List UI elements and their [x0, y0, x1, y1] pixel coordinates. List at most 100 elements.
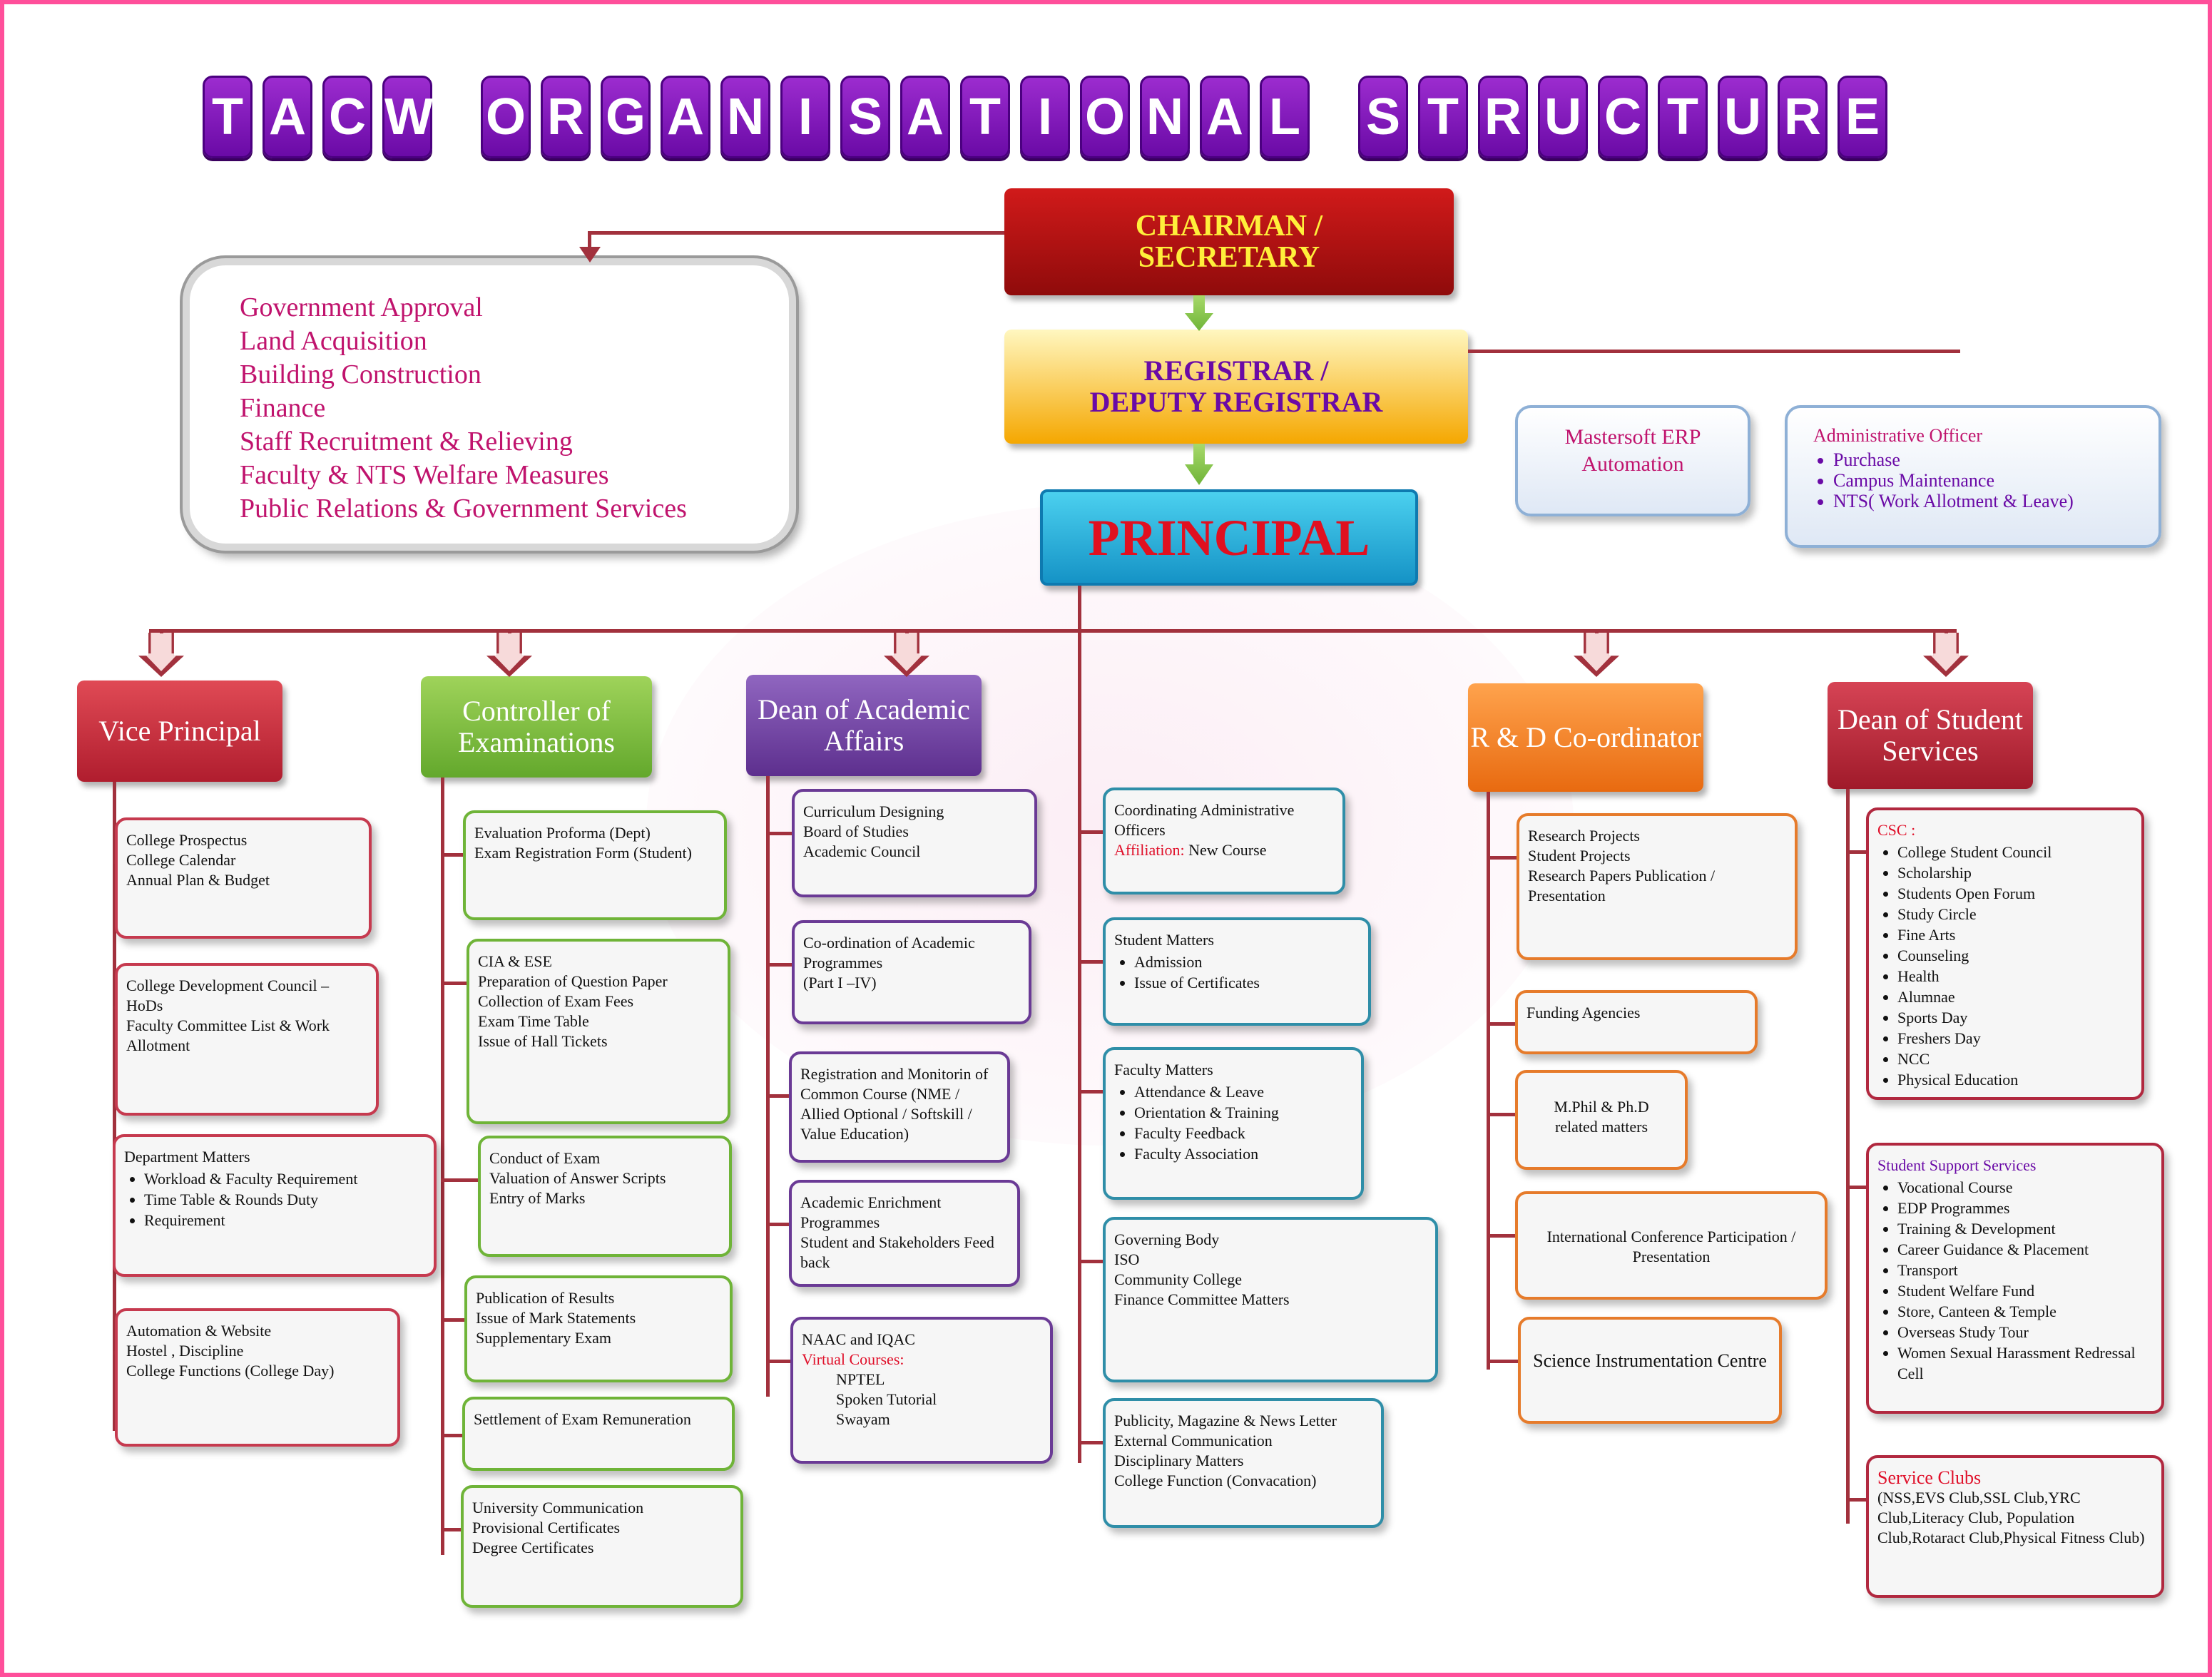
- arrow-down-icon: [1574, 633, 1619, 677]
- principal-box-list: Attendance & LeaveOrientation & Training…: [1114, 1081, 1352, 1164]
- title-letter: I: [1020, 76, 1070, 158]
- arrow-down-icon: [138, 633, 184, 677]
- title-letter: N: [1140, 76, 1190, 158]
- title-letter: W: [382, 76, 433, 158]
- title-letter: N: [720, 76, 770, 158]
- dss-box-title: Service Clubs: [1877, 1467, 1982, 1488]
- duty-item: Government Approval: [240, 292, 483, 322]
- principal-box-label: Affiliation:: [1114, 841, 1185, 859]
- principal-box-line: College Function (Convacation): [1114, 1472, 1317, 1489]
- dss-box-bullet: Counseling: [1897, 945, 2133, 966]
- vp-box: Department MattersWorkload & Faculty Req…: [113, 1134, 437, 1277]
- vp-box-line: College Calendar: [126, 851, 236, 869]
- rd-box-line: M.Phil & Ph.D: [1554, 1098, 1649, 1116]
- vp-box-line: Annual Plan & Budget: [126, 871, 270, 889]
- connector: [766, 1360, 790, 1363]
- dss-box-bullet: Health: [1897, 966, 2133, 987]
- erp-box: Mastersoft ERP Automation: [1515, 405, 1750, 516]
- connector: [1468, 350, 1960, 353]
- connector: [766, 1094, 789, 1098]
- rd-box: Science Instrumentation Centre: [1518, 1317, 1782, 1424]
- dss-box-bullet: Freshers Day: [1897, 1028, 2133, 1049]
- doaa-box-item: Spoken Tutorial: [836, 1390, 937, 1408]
- connector: [441, 1434, 462, 1437]
- vp-box-title: Department Matters: [124, 1148, 250, 1166]
- head-controller-of-examinations: Controller of Examinations: [421, 676, 652, 778]
- vp-box-bullet: Requirement: [144, 1210, 425, 1230]
- coe-box-line: Conduct of Exam: [489, 1149, 601, 1167]
- connector: [160, 629, 163, 633]
- coe-box-line: Settlement of Exam Remuneration: [474, 1410, 691, 1428]
- title-letter: T: [960, 76, 1010, 158]
- connector: [1487, 1360, 1518, 1363]
- connector: [1487, 1022, 1515, 1026]
- head-vice-principal-label: Vice Principal: [98, 715, 261, 747]
- dss-box-bullet: Transport: [1897, 1260, 2153, 1280]
- arrow-down-icon: [486, 633, 532, 677]
- dss-box-bullet: Career Guidance & Placement: [1897, 1239, 2153, 1260]
- dss-box-title: CSC :: [1877, 821, 1916, 839]
- principal-box-bullet: Admission: [1134, 952, 1360, 972]
- dss-box-bullet: EDP Programmes: [1897, 1198, 2153, 1218]
- connector: [1846, 1186, 1866, 1189]
- coe-box: Evaluation Proforma (Dept)Exam Registrat…: [463, 810, 727, 920]
- coe-box-line: Provisional Certificates: [472, 1519, 621, 1536]
- dss-box-bullet: Sports Day: [1897, 1007, 2133, 1028]
- title-letter: T: [203, 76, 253, 158]
- head-doaa-label: Dean of Academic Affairs: [758, 693, 970, 757]
- dss-box-bullet: Study Circle: [1897, 904, 2133, 924]
- principal-box: Faculty MattersAttendance & LeaveOrienta…: [1103, 1047, 1364, 1200]
- connector: [1595, 629, 1599, 633]
- title-letter: A: [661, 76, 710, 158]
- rd-box-line: International Conference Participation /…: [1546, 1228, 1796, 1265]
- dss-box-bullet: NCC: [1897, 1049, 2133, 1069]
- connector: [589, 231, 1004, 235]
- arrow-fill: [492, 633, 526, 671]
- doaa-box-item: Swayam: [836, 1410, 890, 1428]
- registrar-box: REGISTRAR / DEPUTY REGISTRAR: [1004, 330, 1468, 444]
- title-letter: [1320, 76, 1348, 154]
- dss-box-bullet: Scholarship: [1897, 862, 2133, 883]
- title-letter: O: [1080, 76, 1130, 158]
- principal-box-line: ISO: [1114, 1250, 1140, 1268]
- duty-item: Staff Recruitment & Relieving: [240, 427, 573, 457]
- connector: [1487, 856, 1517, 860]
- connector: [588, 231, 591, 253]
- connector: [766, 832, 792, 835]
- chairman-line2: SECRETARY: [1138, 241, 1320, 274]
- coe-box-line: Exam Time Table: [478, 1012, 589, 1030]
- vp-box-line: Faculty Committee List & Work Allotment: [126, 1016, 330, 1054]
- dss-box-bullet: Fine Arts: [1897, 924, 2133, 945]
- coe-box-line: Supplementary Exam: [476, 1329, 612, 1347]
- principal-box-value: New Course: [1188, 841, 1267, 859]
- title-letter: A: [263, 76, 312, 158]
- connector: [113, 1006, 115, 1009]
- connector: [113, 782, 116, 1431]
- principal-box-bullet: Orientation & Training: [1134, 1102, 1352, 1123]
- arrow-fill: [1579, 633, 1614, 671]
- connector: [441, 1528, 461, 1531]
- chairman-box: CHAIRMAN / SECRETARY: [1004, 188, 1454, 295]
- title-letter: T: [1418, 76, 1468, 158]
- principal-box-row: Affiliation: New Course: [1114, 840, 1334, 860]
- connector: [1078, 960, 1103, 964]
- connector: [1487, 1113, 1515, 1116]
- principal-box-line: Coordinating Administrative Officers: [1114, 801, 1295, 839]
- rd-box-line: Science Instrumentation Centre: [1533, 1350, 1767, 1371]
- title-letter: C: [1598, 76, 1648, 158]
- principal-box-title: Faculty Matters: [1114, 1061, 1213, 1079]
- coe-box-line: Valuation of Answer Scripts: [489, 1169, 666, 1187]
- doaa-box-line: Academic Council: [803, 842, 921, 860]
- title-letter: A: [900, 76, 950, 158]
- principal-box-line: Publicity, Magazine & News Letter: [1114, 1412, 1337, 1429]
- title-letter: [442, 76, 471, 154]
- head-dss-label: Dean of Student Services: [1838, 703, 2023, 767]
- title-letter: S: [1358, 76, 1408, 158]
